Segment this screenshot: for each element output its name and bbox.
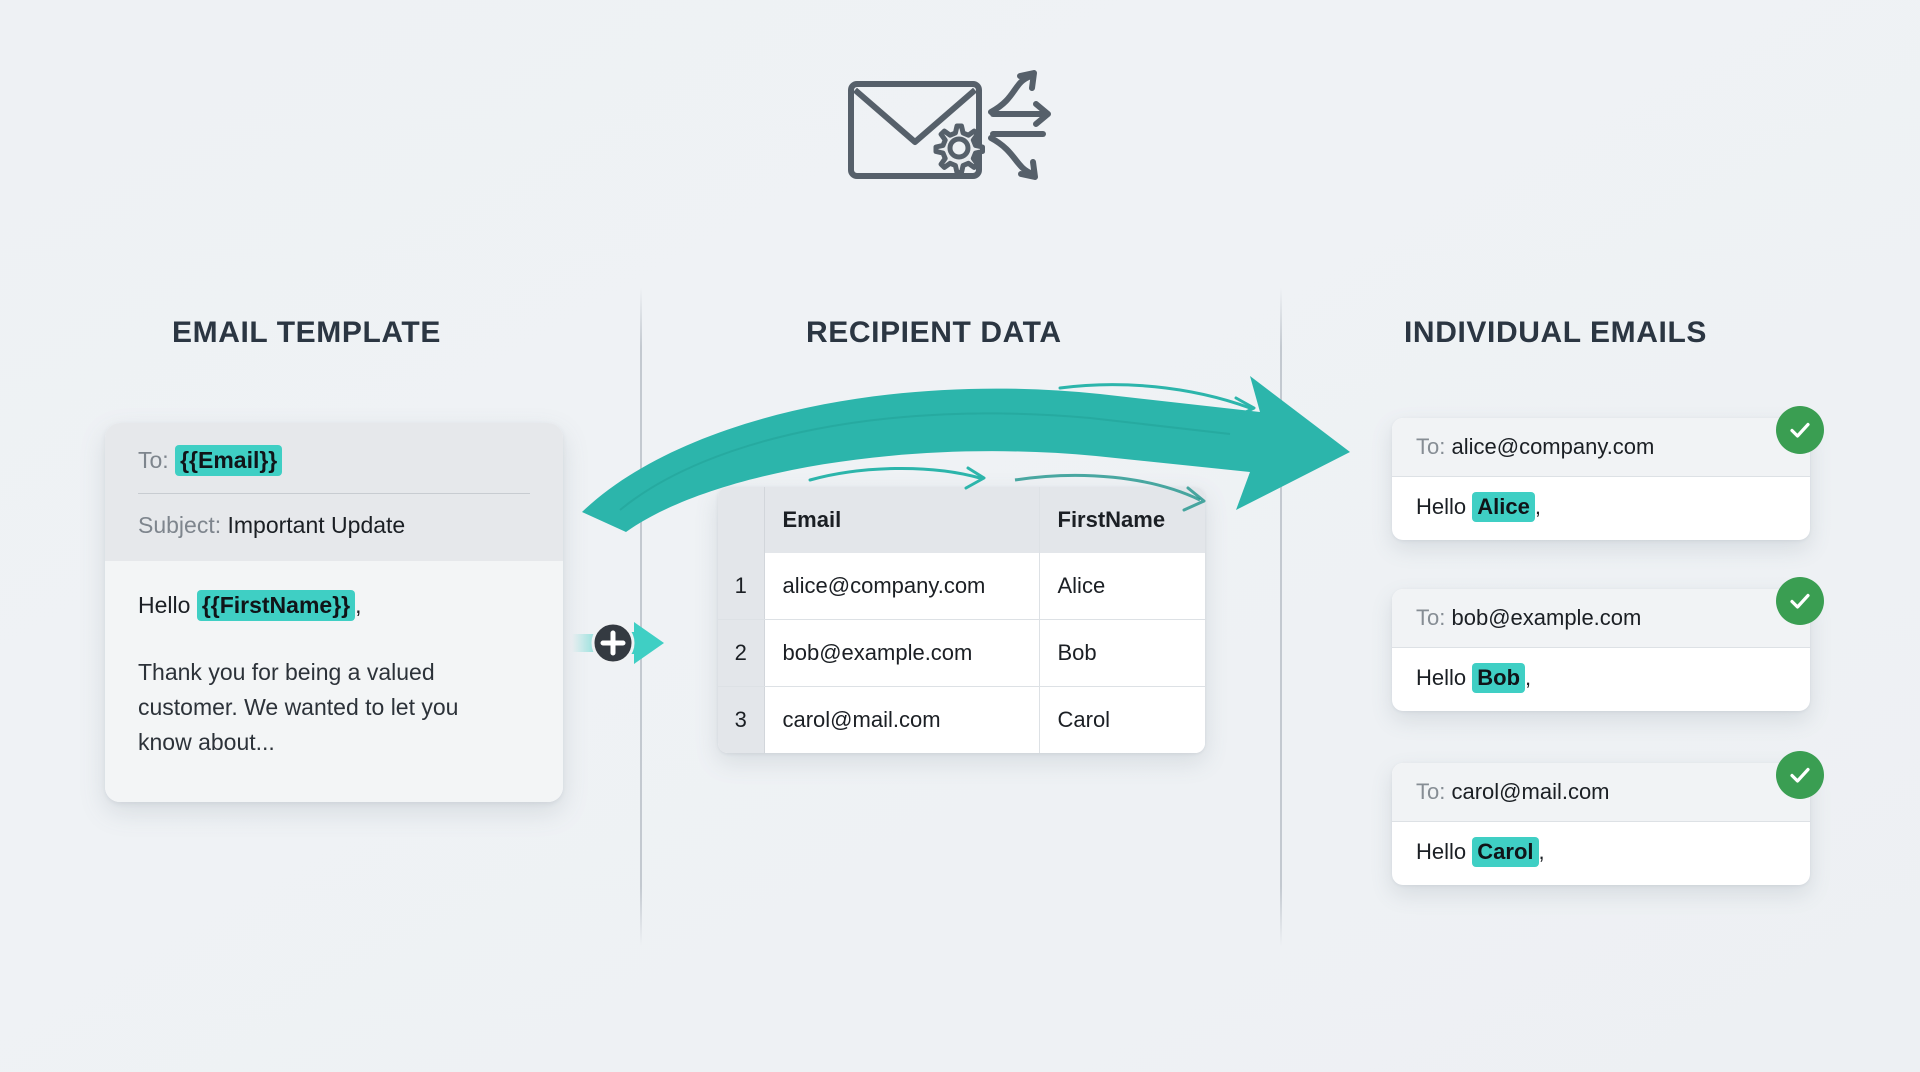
column-title-recipient-data: RECIPIENT DATA [806,316,1062,349]
template-to-token: {{Email}} [175,445,283,476]
output-card-body: Hello Bob, [1392,648,1810,711]
table-header: Email FirstName [718,487,1205,553]
recipients-table: Email FirstName 1 alice@company.com Alic… [718,487,1205,753]
output-to-value: bob@example.com [1451,605,1642,630]
output-to-label: To: [1416,605,1446,630]
row-index: 3 [718,686,765,753]
column-divider-1 [640,288,642,946]
output-firstname-value: Bob [1472,663,1526,693]
template-greeting-row: Hello {{FirstName}}, [138,590,530,622]
email-template-card[interactable]: To: {{Email}} Subject: Important Update … [105,423,563,802]
row-firstname: Carol [1039,686,1205,753]
output-comma: , [1534,494,1541,519]
table-row[interactable]: 2 bob@example.com Bob [718,619,1205,687]
template-to-label: To: [138,447,169,473]
output-card-body: Hello Carol, [1392,822,1810,885]
column-title-individual-emails: INDIVIDUAL EMAILS [1404,316,1707,349]
email-template-header: To: {{Email}} Subject: Important Update [105,423,563,562]
column-divider-2 [1280,288,1282,946]
table-header-index [718,487,765,553]
output-email-card[interactable]: To: carol@mail.com Hello Carol, [1392,763,1810,885]
template-to-row: To: {{Email}} [138,445,530,476]
template-greeting-label: Hello [138,592,191,619]
row-email: bob@example.com [764,619,1040,687]
output-greeting-label: Hello [1416,494,1467,519]
table-row[interactable]: 1 alice@company.com Alice [718,553,1205,620]
output-email-card[interactable]: To: alice@company.com Hello Alice, [1392,418,1810,540]
table-body: 1 alice@company.com Alice 2 bob@example.… [718,553,1205,753]
output-card-header: To: alice@company.com [1392,418,1810,477]
table-row[interactable]: 3 carol@mail.com Carol [718,686,1205,753]
template-subject-row: Subject: Important Update [138,510,530,541]
column-title-email-template: EMAIL TEMPLATE [172,316,441,349]
email-template-body: Hello {{FirstName}}, Thank you for being… [105,561,563,802]
output-greeting-label: Hello [1416,665,1467,690]
template-firstname-token: {{FirstName}} [196,590,356,622]
template-greeting-comma: , [355,592,362,619]
plus-merge-icon [572,612,702,674]
output-to-label: To: [1416,779,1446,804]
output-card-header: To: carol@mail.com [1392,763,1810,822]
output-comma: , [1525,665,1532,690]
row-firstname: Bob [1039,619,1205,687]
check-circle-icon [1776,751,1824,799]
output-to-value: carol@mail.com [1451,779,1610,804]
output-to-value: alice@company.com [1451,434,1655,459]
envelope-gear-distribute-icon [845,68,1065,198]
output-to-label: To: [1416,434,1446,459]
output-firstname-value: Carol [1472,837,1539,867]
table-header-row: Email FirstName [718,487,1205,553]
output-greeting-label: Hello [1416,839,1467,864]
output-comma: , [1538,839,1545,864]
table-header-firstname: FirstName [1039,487,1205,553]
output-email-card[interactable]: To: bob@example.com Hello Bob, [1392,589,1810,711]
output-card-body: Hello Alice, [1392,477,1810,540]
recipient-data-table[interactable]: Email FirstName 1 alice@company.com Alic… [718,487,1205,753]
row-index: 1 [718,553,765,620]
row-email: carol@mail.com [764,686,1040,753]
row-firstname: Alice [1039,553,1205,620]
template-subject-label: Subject: [138,512,222,539]
row-index: 2 [718,619,765,687]
row-email: alice@company.com [764,553,1040,620]
template-subject-value: Important Update [227,512,406,539]
table-header-email: Email [764,487,1040,553]
check-circle-icon [1776,406,1824,454]
output-card-header: To: bob@example.com [1392,589,1810,648]
template-header-divider [138,493,530,495]
check-circle-icon [1776,577,1824,625]
output-firstname-value: Alice [1472,492,1535,522]
template-body-text: Thank you for being a valued customer. W… [138,659,459,755]
